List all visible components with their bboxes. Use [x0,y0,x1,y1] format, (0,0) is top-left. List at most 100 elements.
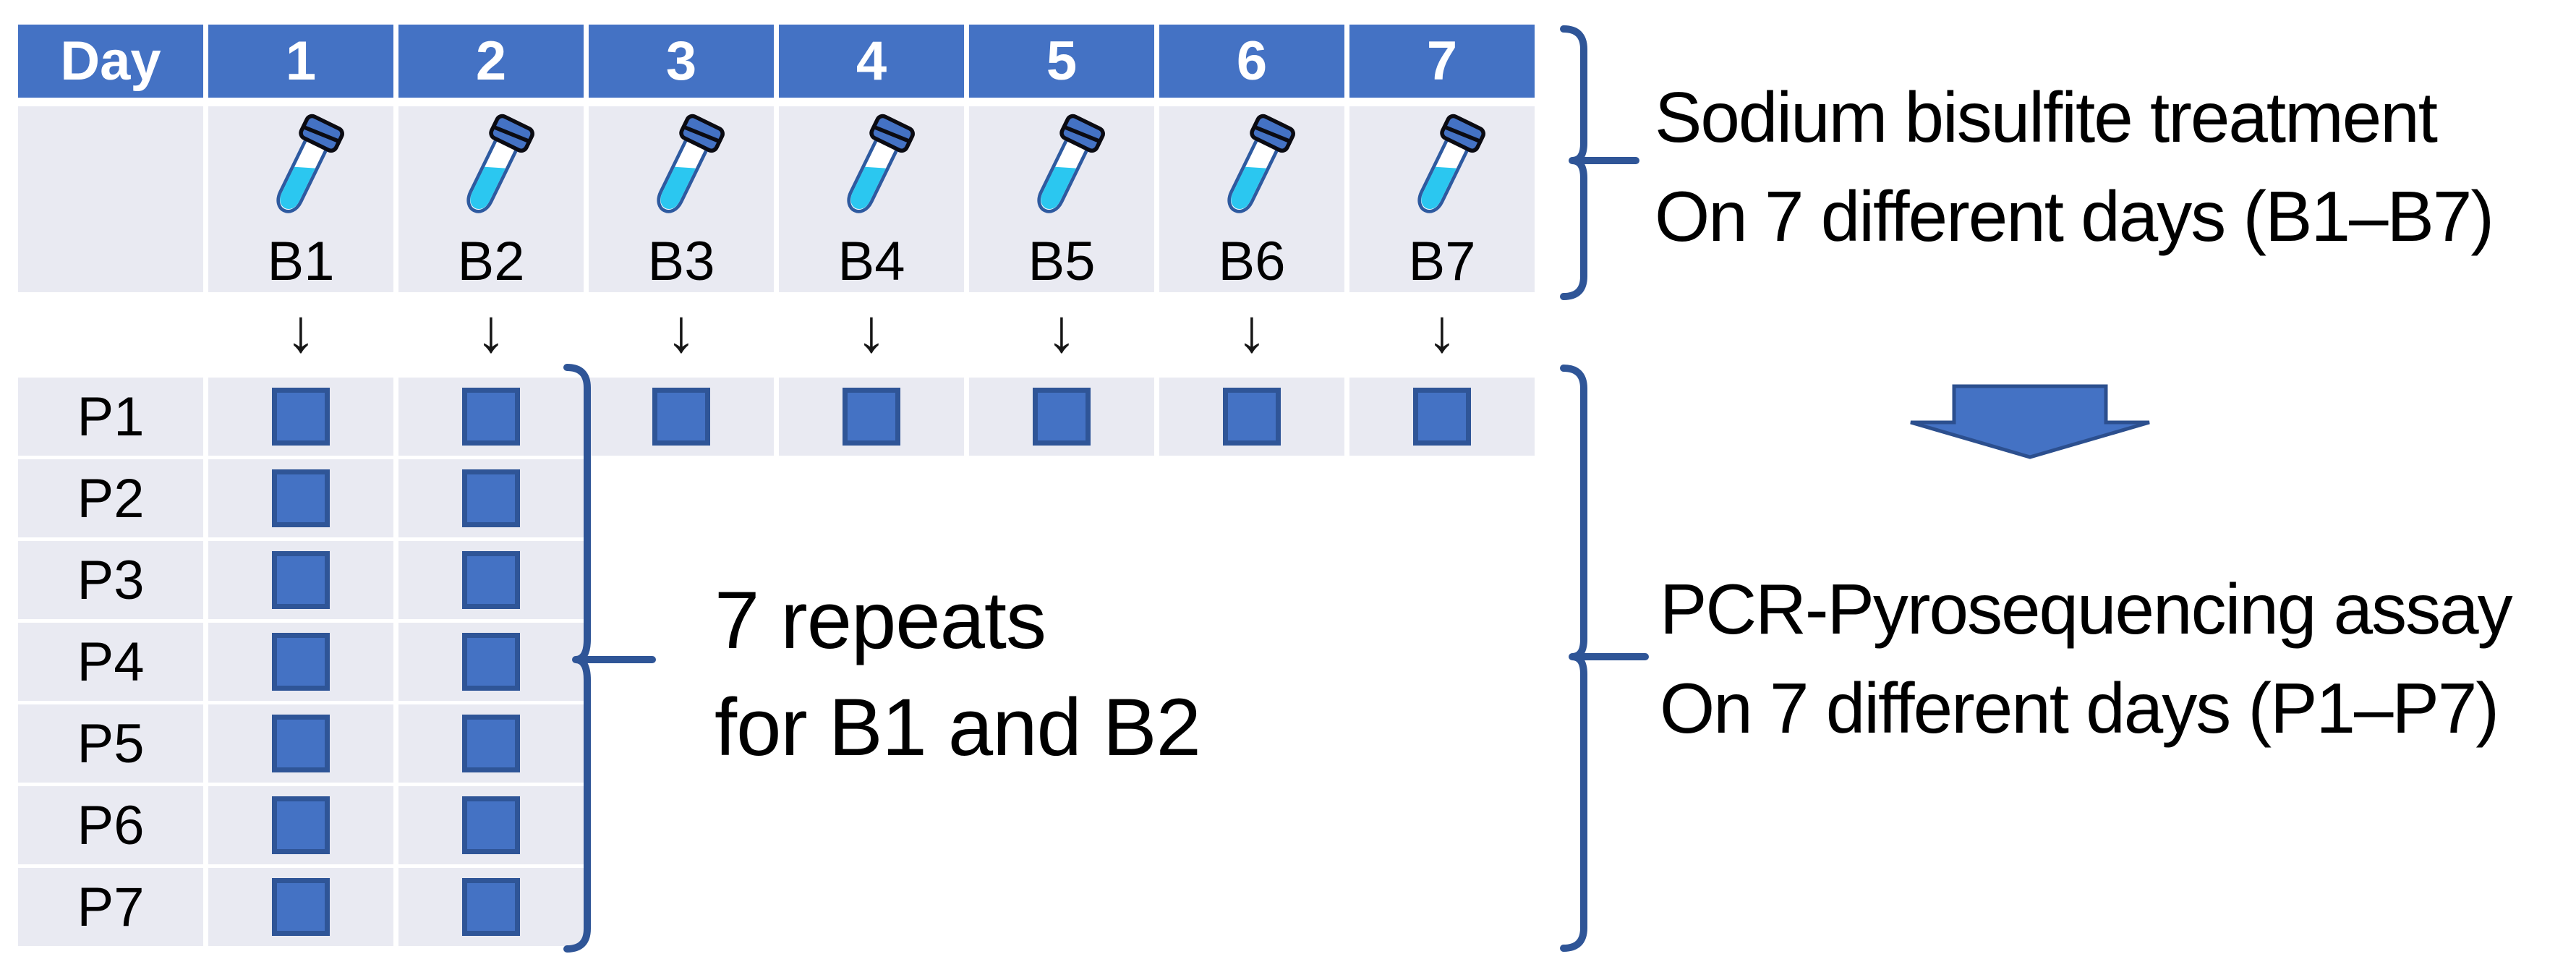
sample-square [1413,388,1471,446]
pcr-note: PCR-Pyrosequencing assay On 7 different … [1660,560,2513,758]
sample-square [1223,388,1281,446]
down-arrow-icon: ↓ [1237,296,1267,365]
pcr-cell [398,459,584,537]
pcr-cell [1159,868,1344,946]
pcr-cell [1349,623,1535,701]
pcr-cell [398,623,584,701]
down-arrow-icon: ↓ [1427,296,1457,365]
bisulfite-brace [1560,25,1639,300]
pcr-cell [1349,786,1535,864]
pcr-cell [1349,378,1535,456]
repeats-note-line2: for B1 and B2 [715,682,1201,772]
sample-square [462,796,520,854]
tube-label: B2 [457,231,525,292]
tube-cell: B4 [779,106,964,292]
sample-square [272,551,330,609]
pcr-cell [779,459,964,537]
sample-square [843,388,900,446]
day-header-corner: Day [18,25,203,98]
tube-label: B1 [267,231,335,292]
pcr-row-label: P7 [18,868,203,946]
sample-square [462,633,520,691]
day-header-cell: 5 [969,25,1154,98]
tube-cell: B1 [208,106,393,292]
sample-square [462,469,520,527]
pcr-row-label: P4 [18,623,203,701]
pcr-cell [779,868,964,946]
pcr-cell [398,704,584,783]
sample-square [462,551,520,609]
sample-square [272,388,330,446]
pcr-cell [589,868,774,946]
tube-row-spacer-cell [18,106,203,292]
sample-square [272,469,330,527]
pcr-cell [398,868,584,946]
down-arrow-icon: ↓ [286,296,316,365]
sample-square [272,715,330,772]
day-header-cell: 2 [398,25,584,98]
pcr-cell [208,786,393,864]
tube-cell: B2 [398,106,584,292]
bisulfite-note-line1: Sodium bisulfite treatment [1655,77,2438,157]
block-down-arrow-icon [1910,384,2150,459]
test-tube-icon [1037,114,1105,213]
day-header-cell: 7 [1349,25,1535,98]
pcr-cell [208,378,393,456]
tube-cell: B7 [1349,106,1535,292]
pcr-cell [1349,459,1535,537]
test-tube-icon [1227,114,1295,213]
pcr-row-label: P1 [18,378,203,456]
pcr-cell [208,623,393,701]
pcr-note-line1: PCR-Pyrosequencing assay [1660,569,2513,649]
test-tube-icon [847,114,915,213]
bisulfite-note-line2: On 7 different days (B1–B7) [1655,176,2494,256]
pcr-cell [1349,704,1535,783]
down-arrow-icon: ↓ [1046,296,1077,365]
pcr-note-line2: On 7 different days (P1–P7) [1660,668,2499,748]
day-header-cell: 6 [1159,25,1344,98]
pcr-cell [779,786,964,864]
day-header-cell: 3 [589,25,774,98]
pcr-cell [969,868,1154,946]
pcr-row-label: P2 [18,459,203,537]
tube-cell: B5 [969,106,1154,292]
day-header-cell: 1 [208,25,393,98]
tube-label: B6 [1218,231,1286,292]
day-header-cell: 4 [779,25,964,98]
pcr-cell [398,786,584,864]
pcr-cell [969,459,1154,537]
pcr-cell [1159,459,1344,537]
sample-square [1033,388,1091,446]
test-tube-icon [1417,114,1485,213]
sample-square [272,633,330,691]
sample-square [272,878,330,936]
pcr-cell [1349,541,1535,619]
sample-square [652,388,710,446]
tube-label: B3 [647,231,715,292]
tube-label: B4 [837,231,905,292]
tube-cell: B3 [589,106,774,292]
test-tube-icon [657,114,725,213]
tube-label: B7 [1408,231,1476,292]
down-arrow-icon: ↓ [476,296,506,365]
pcr-row-label: P6 [18,786,203,864]
pcr-cell [1159,786,1344,864]
pcr-cell [779,378,964,456]
pcr-cell [208,868,393,946]
pcr-row-label: P3 [18,541,203,619]
pcr-cell [969,378,1154,456]
flow-arrow-row: ↓↓↓↓↓↓↓ [18,296,1535,365]
sample-square [462,878,520,936]
sample-square [272,796,330,854]
tube-label: B5 [1028,231,1096,292]
repeats-note: 7 repeats for B1 and B2 [715,567,1201,781]
pcr-cell [398,541,584,619]
pcr-cell [589,786,774,864]
pcr-cell [589,459,774,537]
repeats-note-line1: 7 repeats [715,575,1046,665]
tube-cell: B6 [1159,106,1344,292]
down-arrow-icon: ↓ [666,296,696,365]
bisulfite-note: Sodium bisulfite treatment On 7 differen… [1655,68,2494,266]
